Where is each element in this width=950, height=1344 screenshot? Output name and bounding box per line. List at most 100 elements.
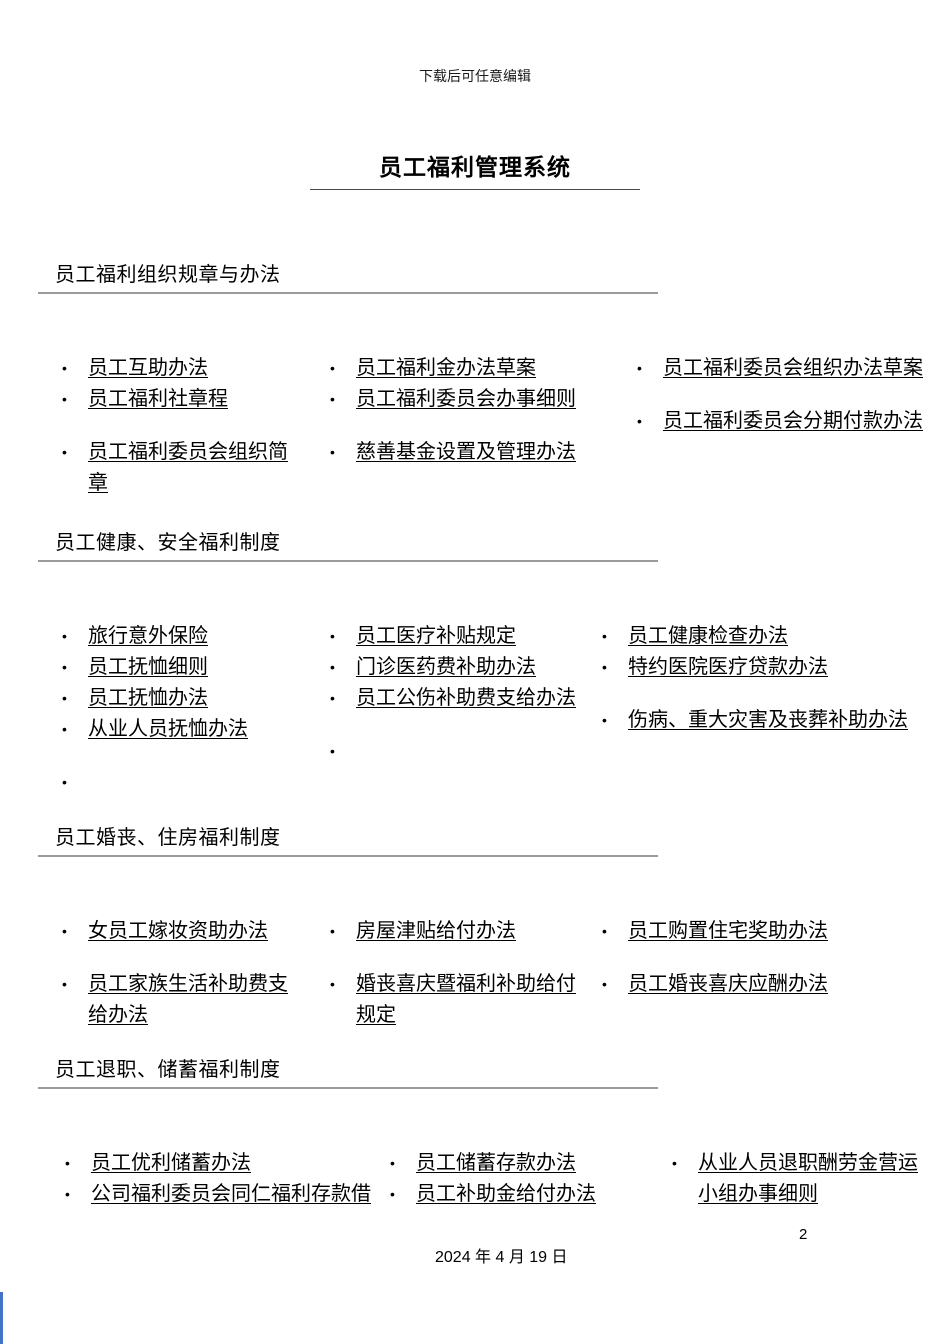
- list-item: •员工公伤补助费支给办法: [330, 683, 592, 714]
- list-column: • 女员工嫁妆资助办法 • 员工家族生活补助费支给办法: [62, 916, 304, 1031]
- bullet-icon: •: [672, 1155, 677, 1171]
- list-item: • 员工互助办法: [62, 353, 304, 384]
- watermark-text: 下载后可任意编辑: [419, 70, 531, 85]
- doc-link[interactable]: 员工福利委员会组织简章: [88, 441, 288, 494]
- doc-link[interactable]: 门诊医药费补助办法: [356, 656, 536, 678]
- list-item: • 公司福利委员会同仁福利存款借: [65, 1179, 377, 1210]
- bullet-icon: •: [637, 360, 642, 376]
- list-item: • 旅行意外保险: [62, 621, 304, 652]
- bullet-icon: •: [330, 743, 335, 759]
- doc-link[interactable]: 员工优利储蓄办法: [91, 1152, 251, 1174]
- bullet-icon: •: [602, 976, 607, 992]
- list-item: •员工福利委员会办事细则: [330, 384, 612, 415]
- doc-link[interactable]: 员工抚恤细则: [88, 656, 208, 678]
- bullet-icon: •: [62, 360, 67, 376]
- list-item: • 员工补助金给付办法: [390, 1179, 652, 1210]
- list-item: • 门诊医药费补助办法: [330, 652, 592, 683]
- list-item: • 婚丧喜庆暨福利补助给付规定: [330, 969, 586, 1031]
- doc-link[interactable]: 旅行意外保险: [88, 625, 208, 647]
- section-heading: 员工福利组织规章与办法: [55, 264, 281, 286]
- doc-link[interactable]: 员工互助办法: [88, 357, 208, 379]
- bullet-icon: •: [330, 976, 335, 992]
- list-item: • 慈善基金设置及管理办法: [330, 437, 612, 468]
- list-column: • 员工福利委员会组织办法草案 •员工福利委员会分期付款办法: [637, 353, 942, 437]
- bullet-icon: •: [62, 774, 67, 790]
- doc-link[interactable]: 员工储蓄存款办法: [416, 1152, 576, 1174]
- bullet-icon: •: [330, 360, 335, 376]
- doc-link[interactable]: 员工家族生活补助费支给办法: [88, 973, 288, 1026]
- list-item: • 伤病、重大灾害及丧葬补助办法: [602, 705, 924, 736]
- footer-date: 2024 年 4 月 19 日: [435, 1249, 568, 1266]
- bullet-icon: •: [330, 659, 335, 675]
- doc-link[interactable]: 慈善基金设置及管理办法: [356, 441, 576, 463]
- section-divider: [38, 1087, 658, 1089]
- bullet-icon: •: [330, 444, 335, 460]
- doc-link[interactable]: 员工福利金办法草案: [356, 357, 536, 379]
- page-title: 员工福利管理系统: [379, 154, 571, 180]
- bullet-icon: •: [602, 659, 607, 675]
- list-column: • 员工健康检查办法 • 特约医院医疗贷款办法 • 伤病、重大灾害及丧葬补助办法: [602, 621, 924, 736]
- doc-link[interactable]: 从业人员退职酬劳金营运小组办事细则: [698, 1152, 918, 1205]
- list-item: •从业人员抚恤办法: [62, 714, 304, 745]
- bullet-icon: •: [62, 923, 67, 939]
- doc-link[interactable]: 女员工嫁妆资助办法: [88, 920, 268, 942]
- list-item: • 员工福利金办法草案: [330, 353, 612, 384]
- doc-link[interactable]: 员工福利社章程: [88, 388, 228, 410]
- list-item: •员工抚恤办法: [62, 683, 304, 714]
- doc-link[interactable]: 从业人员抚恤办法: [88, 718, 248, 740]
- bullet-icon: •: [602, 712, 607, 728]
- list-column: •房屋津贴给付办法 • 婚丧喜庆暨福利补助给付规定: [330, 916, 586, 1031]
- bullet-icon: •: [390, 1186, 395, 1202]
- list-column: • 员工互助办法 • 员工福利社章程 • 员工福利委员会组织简章: [62, 353, 304, 499]
- list-item-empty: •: [330, 736, 592, 767]
- bullet-icon: •: [62, 391, 67, 407]
- doc-link[interactable]: 员工购置住宅奖助办法: [628, 920, 828, 942]
- list-column: • 员工优利储蓄办法 • 公司福利委员会同仁福利存款借: [65, 1148, 377, 1210]
- list-item: • 员工医疗补贴规定: [330, 621, 592, 652]
- doc-link[interactable]: 员工福利委员会组织办法草案: [663, 357, 923, 379]
- list-item-empty: •: [62, 767, 304, 798]
- section-heading: 员工退职、储蓄福利制度: [55, 1059, 281, 1081]
- list-item: • 从业人员退职酬劳金营运小组办事细则: [672, 1148, 934, 1210]
- page-corner-accent: [0, 1292, 3, 1344]
- list-item: • 员工储蓄存款办法: [390, 1148, 652, 1179]
- bullet-icon: •: [65, 1186, 70, 1202]
- list-column: • 员工购置住宅奖助办法 • 员工婚丧喜庆应酬办法: [602, 916, 904, 1000]
- list-item: • 员工福利委员会组织办法草案: [637, 353, 942, 384]
- bullet-icon: •: [330, 628, 335, 644]
- doc-link[interactable]: 员工婚丧喜庆应酬办法: [628, 973, 828, 995]
- bullet-icon: •: [62, 628, 67, 644]
- list-item: • 特约医院医疗贷款办法: [602, 652, 924, 683]
- list-item: • 员工婚丧喜庆应酬办法: [602, 969, 904, 1000]
- doc-link[interactable]: 伤病、重大灾害及丧葬补助办法: [628, 709, 908, 731]
- section-heading: 员工健康、安全福利制度: [55, 532, 281, 554]
- doc-link[interactable]: 房屋津贴给付办法: [356, 920, 516, 942]
- list-column: • 从业人员退职酬劳金营运小组办事细则: [672, 1148, 934, 1210]
- list-column: • 员工医疗补贴规定 • 门诊医药费补助办法 •员工公伤补助费支给办法 •: [330, 621, 592, 767]
- title-block: 员工福利管理系统: [310, 148, 640, 190]
- doc-link[interactable]: 员工福利委员会分期付款办法: [663, 410, 923, 432]
- doc-link[interactable]: 婚丧喜庆暨福利补助给付规定: [356, 973, 576, 1026]
- bullet-icon: •: [62, 659, 67, 675]
- list-item: •员工福利委员会分期付款办法: [637, 406, 942, 437]
- doc-link[interactable]: 员工公伤补助费支给办法: [356, 687, 576, 709]
- list-column: • 员工福利金办法草案 •员工福利委员会办事细则 • 慈善基金设置及管理办法: [330, 353, 612, 468]
- bullet-icon: •: [390, 1155, 395, 1171]
- doc-link[interactable]: 员工补助金给付办法: [416, 1183, 596, 1205]
- doc-link[interactable]: 员工抚恤办法: [88, 687, 208, 709]
- page-number: 2: [799, 1226, 808, 1243]
- bullet-icon: •: [62, 976, 67, 992]
- section-divider: [38, 560, 658, 562]
- list-item: • 女员工嫁妆资助办法: [62, 916, 304, 947]
- doc-link[interactable]: 员工医疗补贴规定: [356, 625, 516, 647]
- doc-link[interactable]: 员工福利委员会办事细则: [356, 388, 576, 410]
- doc-link[interactable]: 公司福利委员会同仁福利存款借: [91, 1183, 371, 1205]
- section-heading: 员工婚丧、住房福利制度: [55, 827, 281, 849]
- doc-link[interactable]: 员工健康检查办法: [628, 625, 788, 647]
- doc-link[interactable]: 特约医院医疗贷款办法: [628, 656, 828, 678]
- list-item: • 员工家族生活补助费支给办法: [62, 969, 304, 1031]
- list-column: • 旅行意外保险 • 员工抚恤细则 •员工抚恤办法 •从业人员抚恤办法 •: [62, 621, 304, 798]
- list-item: • 员工抚恤细则: [62, 652, 304, 683]
- bullet-icon: •: [62, 444, 67, 460]
- list-item: •房屋津贴给付办法: [330, 916, 586, 947]
